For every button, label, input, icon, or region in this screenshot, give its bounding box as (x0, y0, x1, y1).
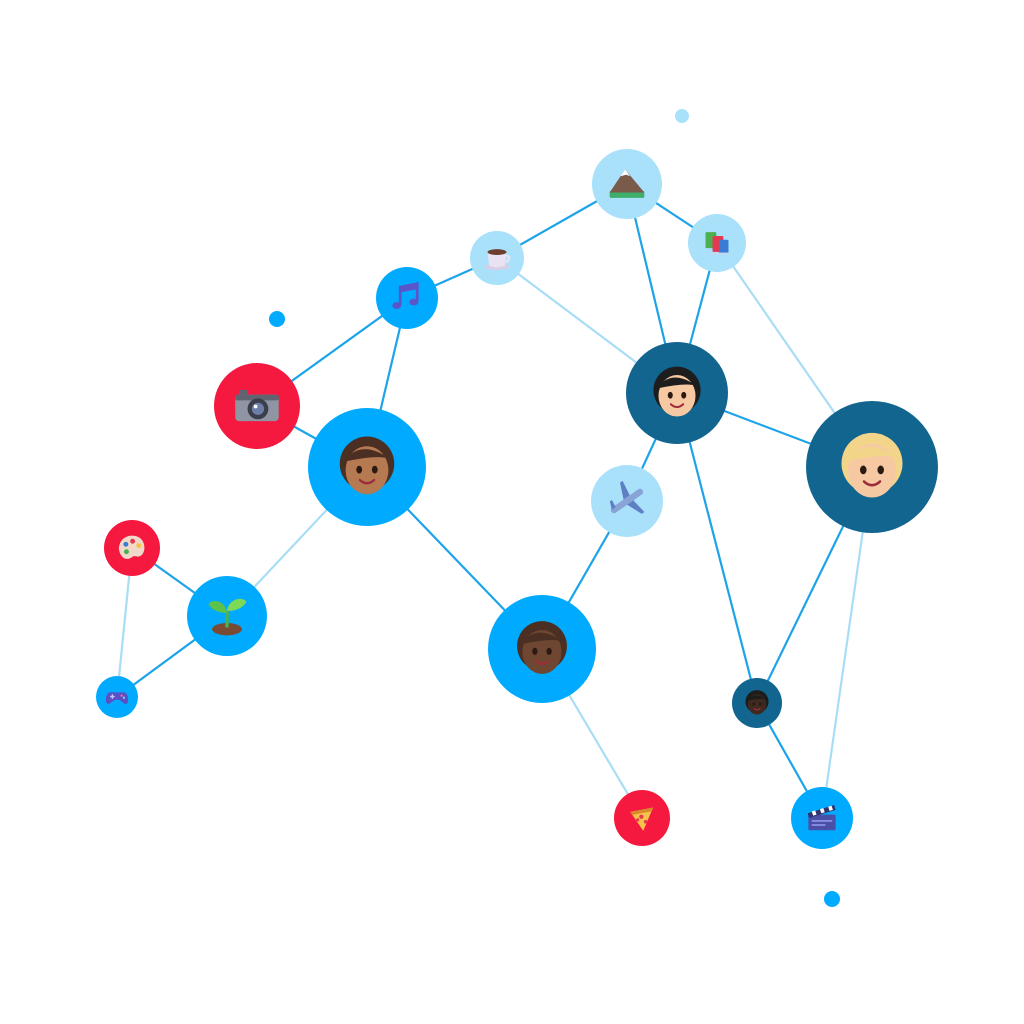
node-books (688, 214, 746, 272)
node-circle (376, 267, 438, 329)
node-camera (214, 363, 300, 449)
node-person-b (626, 342, 728, 444)
clapperboard-icon (807, 805, 836, 831)
music-note-icon (392, 282, 419, 309)
person-avatar-icon (841, 432, 903, 498)
node-mountain (592, 149, 662, 219)
graph-nodes (96, 149, 938, 849)
node-music (376, 267, 438, 329)
node-pizza (614, 790, 670, 846)
node-clapper (791, 787, 853, 849)
pizza-slice-icon (630, 807, 654, 831)
gamepad-icon (105, 692, 129, 704)
books-icon (705, 232, 729, 255)
seedling-icon (208, 598, 247, 636)
coffee-cup-icon (484, 249, 511, 270)
node-person-d (488, 595, 596, 703)
node-plane (591, 465, 663, 537)
node-coffee (470, 231, 524, 285)
node-gamepad (96, 676, 138, 718)
person-avatar-icon (653, 366, 701, 417)
person-avatar-icon (339, 436, 395, 495)
node-person-a (308, 408, 426, 526)
decorative-dots (269, 109, 840, 907)
node-person-c (806, 401, 938, 533)
camera-icon (235, 389, 279, 422)
dot-bottom-decoration (824, 891, 840, 907)
palette-icon (118, 535, 145, 559)
node-person-e (732, 678, 782, 728)
edge-person-b-to-person-e (675, 391, 759, 705)
node-sprout (187, 576, 267, 656)
person-avatar-icon (517, 621, 567, 674)
node-palette (104, 520, 160, 576)
mountain-icon (609, 169, 645, 198)
person-avatar-icon (745, 690, 769, 715)
dot-left-decoration (269, 311, 285, 327)
airplane-icon (609, 480, 645, 514)
dot-top-decoration (675, 109, 689, 123)
